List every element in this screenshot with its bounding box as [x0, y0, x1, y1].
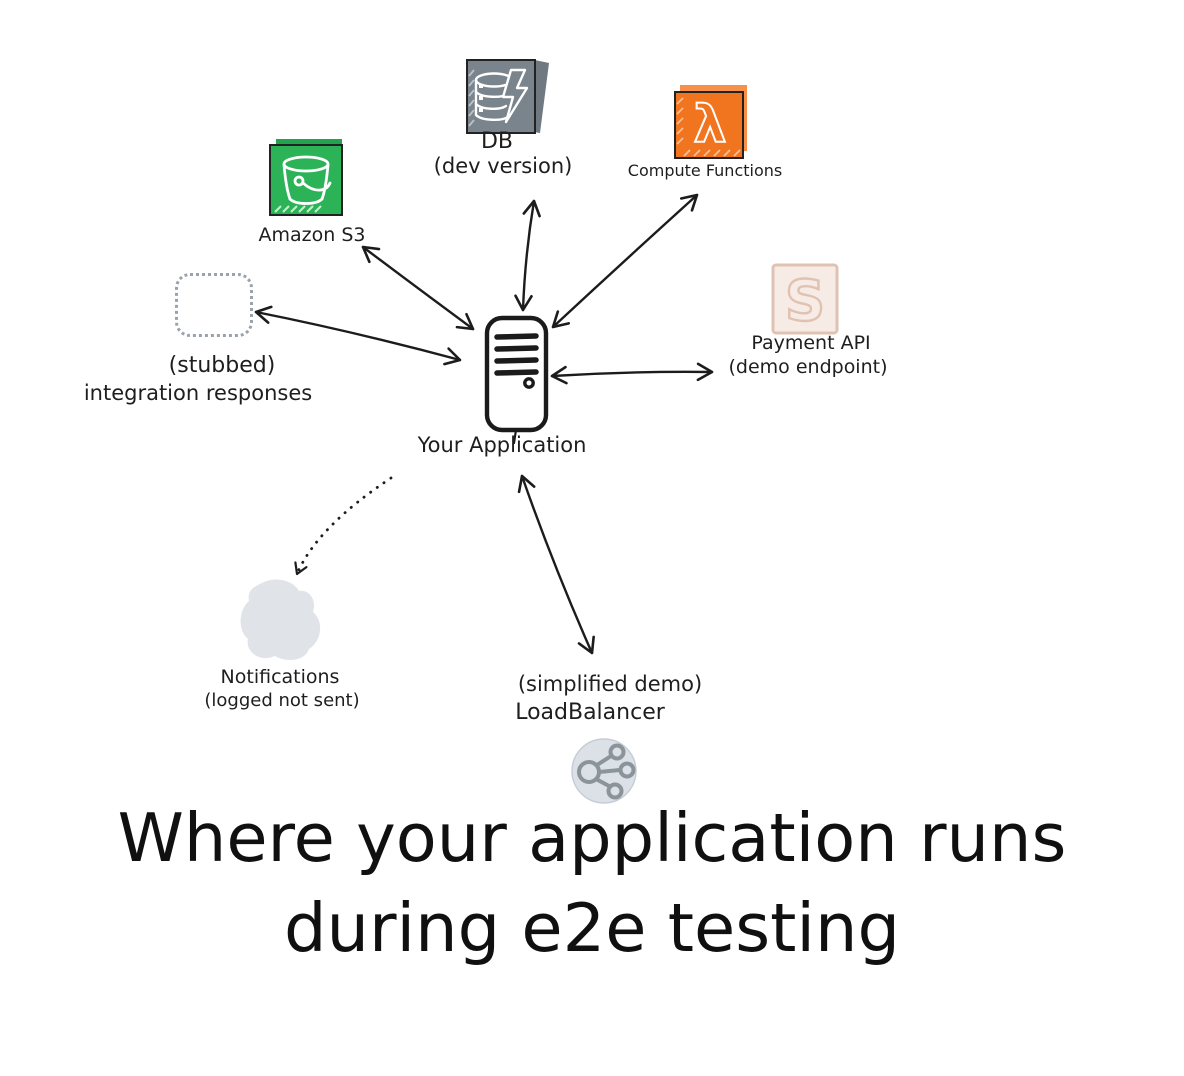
- database-icon: [466, 59, 549, 134]
- arrow-app-stubbed-integrations: [254, 305, 462, 366]
- payment-endpoint-label: (demo endpoint): [728, 356, 888, 378]
- notifications-note-label: (logged not sent): [204, 690, 360, 711]
- your-application-label: Your Application: [417, 433, 587, 457]
- payment-api-label: Payment API: [751, 332, 871, 354]
- integration-responses-label: integration responses: [83, 381, 313, 405]
- dotted-arrow-app-notifications: [294, 476, 393, 576]
- arrow-app-load-balancer: [517, 474, 595, 655]
- lambda-glyph: λ: [694, 95, 727, 155]
- payment-s-glyph: S: [785, 269, 825, 334]
- load-balancer-icon: [571, 738, 637, 804]
- server-icon: [484, 315, 549, 445]
- db-variant-label: (dev version): [433, 154, 573, 178]
- arrow-app-compute-functions: [551, 193, 699, 329]
- diagram-title-line1: Where your application runs: [117, 799, 1067, 877]
- arrow-app-db: [514, 199, 541, 312]
- s3-bucket-icon: [269, 139, 343, 216]
- lambda-icon: λ: [674, 85, 747, 159]
- notifications-blob-icon: [240, 579, 321, 661]
- load-balancer-note-label: (simplified demo): [517, 672, 703, 696]
- stubbed-integrations-box: [175, 273, 253, 337]
- diagram-title: Where your application runs during e2e t…: [0, 794, 1184, 974]
- db-label: DB: [480, 129, 514, 154]
- notifications-label: Notifications: [220, 666, 340, 688]
- stubbed-label: (stubbed): [168, 353, 276, 378]
- arrow-app-payment-api: [550, 362, 714, 385]
- arrow-app-s3: [361, 245, 475, 331]
- diagram-title-line2: during e2e testing: [283, 888, 901, 967]
- payment-s-icon: S: [771, 263, 839, 335]
- compute-functions-label: Compute Functions: [627, 161, 783, 180]
- load-balancer-label: LoadBalancer: [515, 700, 665, 725]
- s3-label: Amazon S3: [258, 224, 366, 246]
